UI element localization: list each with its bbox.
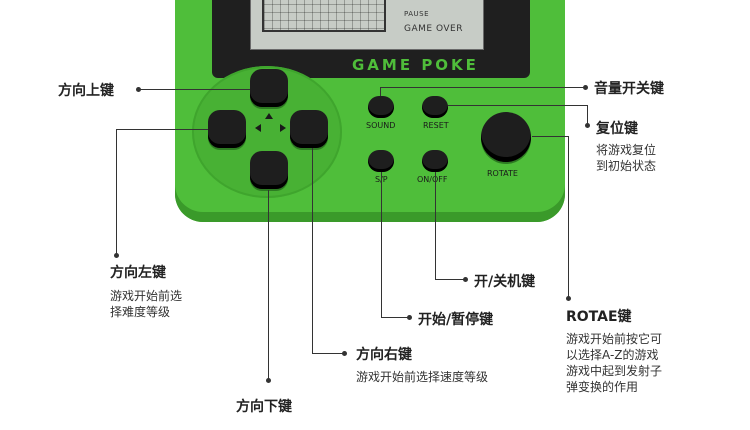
desc-reset-key-1: 将游戏复位 [596,143,657,157]
leader-line-right-h [312,353,344,354]
label-left-key: 方向左键 [110,265,166,281]
dpad-up-button[interactable] [250,69,288,107]
desc-right-key: 游戏开始前选择速度等级 [356,370,489,384]
sound-button-label: SOUND [366,121,396,130]
game-over-text: GAME OVER [404,24,463,34]
desc-rotate-key-4: 弹变换的作用 [566,380,639,394]
leader-dot-left [114,253,119,258]
label-power-key: 开/关机键 [474,274,536,290]
leader-line-right-v [312,148,313,354]
dpad-down-button[interactable] [250,151,288,189]
dpad-right-button[interactable] [290,110,328,148]
leader-dot-right [342,351,347,356]
leader-line-sound-h [380,87,585,88]
leader-dot-reset [585,123,590,128]
label-rotate-key: ROTAE键 [566,309,632,325]
label-right-key: 方向右键 [356,347,412,363]
leader-line-left-h [116,129,208,130]
reset-button-label: RESET [423,121,449,130]
arrow-up-icon [265,113,273,119]
game-grid [262,0,386,32]
leader-dot-rotate [566,296,571,301]
leader-line-onoff-h [435,279,465,280]
label-sound-key: 音量开关键 [594,81,664,97]
desc-rotate-key-2: 以选择A-Z的游戏 [566,348,659,362]
arrow-right-icon [280,124,286,132]
label-down-key: 方向下键 [236,399,292,415]
brand-logo: GAME POKE [352,56,479,74]
desc-left-key-1: 游戏开始前选 [110,289,183,303]
power-button[interactable] [422,150,448,172]
desc-reset-key-2: 到初始状态 [596,159,657,173]
leader-line-down [268,190,269,380]
leader-dot-sp [407,315,412,320]
desc-rotate-key-1: 游戏开始前按它可 [566,332,663,346]
leader-line-left-v [116,129,117,255]
desc-rotate-key-3: 游戏中起到发射子 [566,364,663,378]
leader-dot-sound [583,85,588,90]
lcd-screen [250,0,484,50]
leader-line-onoff-v [435,172,436,280]
leader-line-rotate-h [532,136,568,137]
label-start-pause-key: 开始/暂停键 [418,312,494,328]
leader-line-reset-h [448,105,588,106]
dpad-left-button[interactable] [208,110,246,148]
pause-indicator: PAUSE [404,10,430,18]
leader-line-up [138,89,250,90]
start-pause-button[interactable] [368,150,394,172]
leader-line-sp-v [381,172,382,318]
label-up-key: 方向上键 [58,83,114,99]
leader-dot-down [266,378,271,383]
leader-dot-onoff [463,277,468,282]
desc-left-key-2: 择难度等级 [110,305,171,319]
reset-button[interactable] [422,96,448,118]
leader-line-sound-v [380,87,381,96]
power-button-label: ON/OFF [417,175,448,184]
label-reset-key: 复位键 [596,121,638,137]
leader-line-rotate-v [568,136,569,298]
arrow-left-icon [255,124,261,132]
rotate-button[interactable] [481,112,531,162]
rotate-button-label: ROTATE [487,169,518,178]
sound-button[interactable] [368,96,394,118]
leader-line-reset-v [587,105,588,125]
leader-line-sp-h [381,317,409,318]
